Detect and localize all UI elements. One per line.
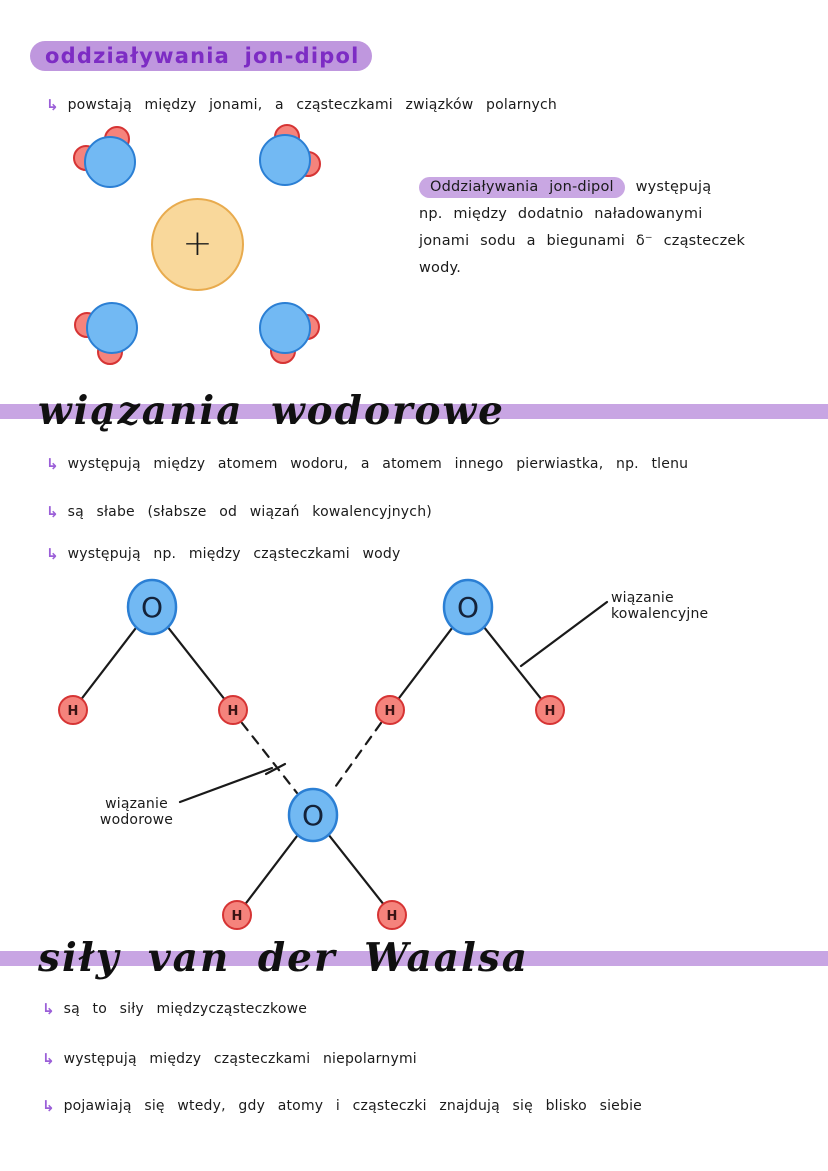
ion-dipole-note: Oddziaływania jon-dipol występują np. mi…	[419, 174, 819, 282]
section-title-hydrogen-bonds: wiązania wodorowe	[38, 388, 505, 434]
water-molecule	[55, 124, 385, 383]
bullet-hbond-2: ↳ są słabe (słabsze od wiązań kowalencyj…	[46, 503, 432, 521]
oxygen-atom	[259, 302, 311, 354]
hydrogen-label: H	[228, 704, 239, 719]
oxygen-atom	[86, 302, 138, 354]
hydrogen-bond-dashed	[331, 721, 383, 792]
bullet-arrow-icon: ↳	[46, 96, 59, 114]
section-divider-band	[0, 951, 828, 966]
covalent-label-pointer	[519, 600, 609, 668]
bullet-arrow-icon: ↳	[42, 1000, 55, 1018]
water-molecule	[55, 128, 385, 383]
hydrogen-bond-label: wiązanie wodorowe	[99, 796, 174, 828]
bullet-vdw-3: ↳ pojawiają się wtedy, gdy atomy i cząst…	[42, 1097, 642, 1115]
bullet-arrow-icon: ↳	[42, 1050, 55, 1068]
oxygen-atom	[259, 134, 311, 186]
hydrogen-bond-diagram: O O O H H H H H H	[58, 578, 609, 930]
oxygen-atom	[442, 578, 494, 636]
bullet-text: są słabe (słabsze od wiązań kowalencyjny…	[67, 504, 432, 520]
note-line: Oddziaływania jon-dipol występują	[419, 174, 819, 201]
hydrogen-atom	[535, 695, 565, 725]
hydrogen-atom	[218, 695, 248, 725]
oxygen-label: O	[302, 799, 324, 832]
covalent-bond-label: wiązanie kowalencyjne	[611, 590, 709, 622]
hydrogen-label: H	[387, 909, 398, 924]
bullet-hbond-1: ↳ występują między atomem wodoru, a atom…	[46, 455, 688, 473]
bullet-arrow-icon: ↳	[46, 545, 59, 563]
bullet-vdw-2: ↳ występują między cząsteczkami niepolar…	[42, 1050, 417, 1068]
oxygen-label: O	[141, 591, 163, 624]
oxygen-atom	[126, 578, 178, 636]
oxygen-label: O	[457, 591, 479, 624]
note-highlight: Oddziaływania jon-dipol	[419, 177, 625, 198]
note-line: jonami sodu a biegunami δ⁻ cząsteczek	[419, 233, 746, 249]
bullet-text: występują między atomem wodoru, a atomem…	[67, 456, 689, 472]
plus-sign: +	[182, 222, 213, 264]
bullet-arrow-icon: ↳	[42, 1097, 55, 1115]
water-molecule	[55, 128, 385, 383]
section-title-van-der-waals: siły van der Waalsa	[38, 935, 530, 981]
hydrogen-label: H	[232, 909, 243, 924]
water-molecule	[55, 126, 385, 383]
section-title-text: oddziaływania jon-dipol	[45, 44, 360, 68]
oxygen-atom	[84, 136, 136, 188]
hydrogen-label: H	[385, 704, 396, 719]
bullet-text: występują np. między cząsteczkami wody	[67, 546, 401, 562]
ion-dipole-diagram: +	[55, 124, 385, 383]
bullet-arrow-icon: ↳	[46, 455, 59, 473]
positive-ion: +	[151, 198, 244, 291]
hydrogen-bond-dashed	[240, 721, 299, 795]
hydrogen-atom	[377, 900, 407, 930]
note-line: wody.	[419, 260, 462, 276]
pointer-end-bar	[264, 762, 287, 776]
hydrogen-atom	[222, 900, 252, 930]
bullet-arrow-icon: ↳	[46, 503, 59, 521]
hydrogen-label: H	[545, 704, 556, 719]
hydrogen-atom	[58, 695, 88, 725]
bullet-vdw-1: ↳ są to siły międzycząsteczkowe	[42, 1000, 307, 1018]
note-line: np. między dodatnio naładowanymi	[419, 206, 703, 222]
section-divider-band	[0, 404, 828, 419]
bullet-text: pojawiają się wtedy, gdy atomy i cząstec…	[63, 1098, 642, 1114]
bullet-ion-dipole-1: ↳ powstają między jonami, a cząsteczkami…	[46, 96, 557, 114]
oxygen-atom	[287, 787, 339, 843]
bullet-text: są to siły międzycząsteczkowe	[63, 1001, 308, 1017]
hydrogen-atom	[375, 695, 405, 725]
hydrogen-label: H	[68, 704, 79, 719]
bullet-text: powstają między jonami, a cząsteczkami z…	[67, 97, 557, 113]
bullet-text: występują między cząsteczkami niepolarny…	[63, 1051, 417, 1067]
bullet-hbond-3: ↳ występują np. między cząsteczkami wody	[46, 545, 400, 563]
hydrogen-label-pointer	[178, 766, 274, 804]
section-title-ion-dipole: oddziaływania jon-dipol	[30, 41, 372, 71]
